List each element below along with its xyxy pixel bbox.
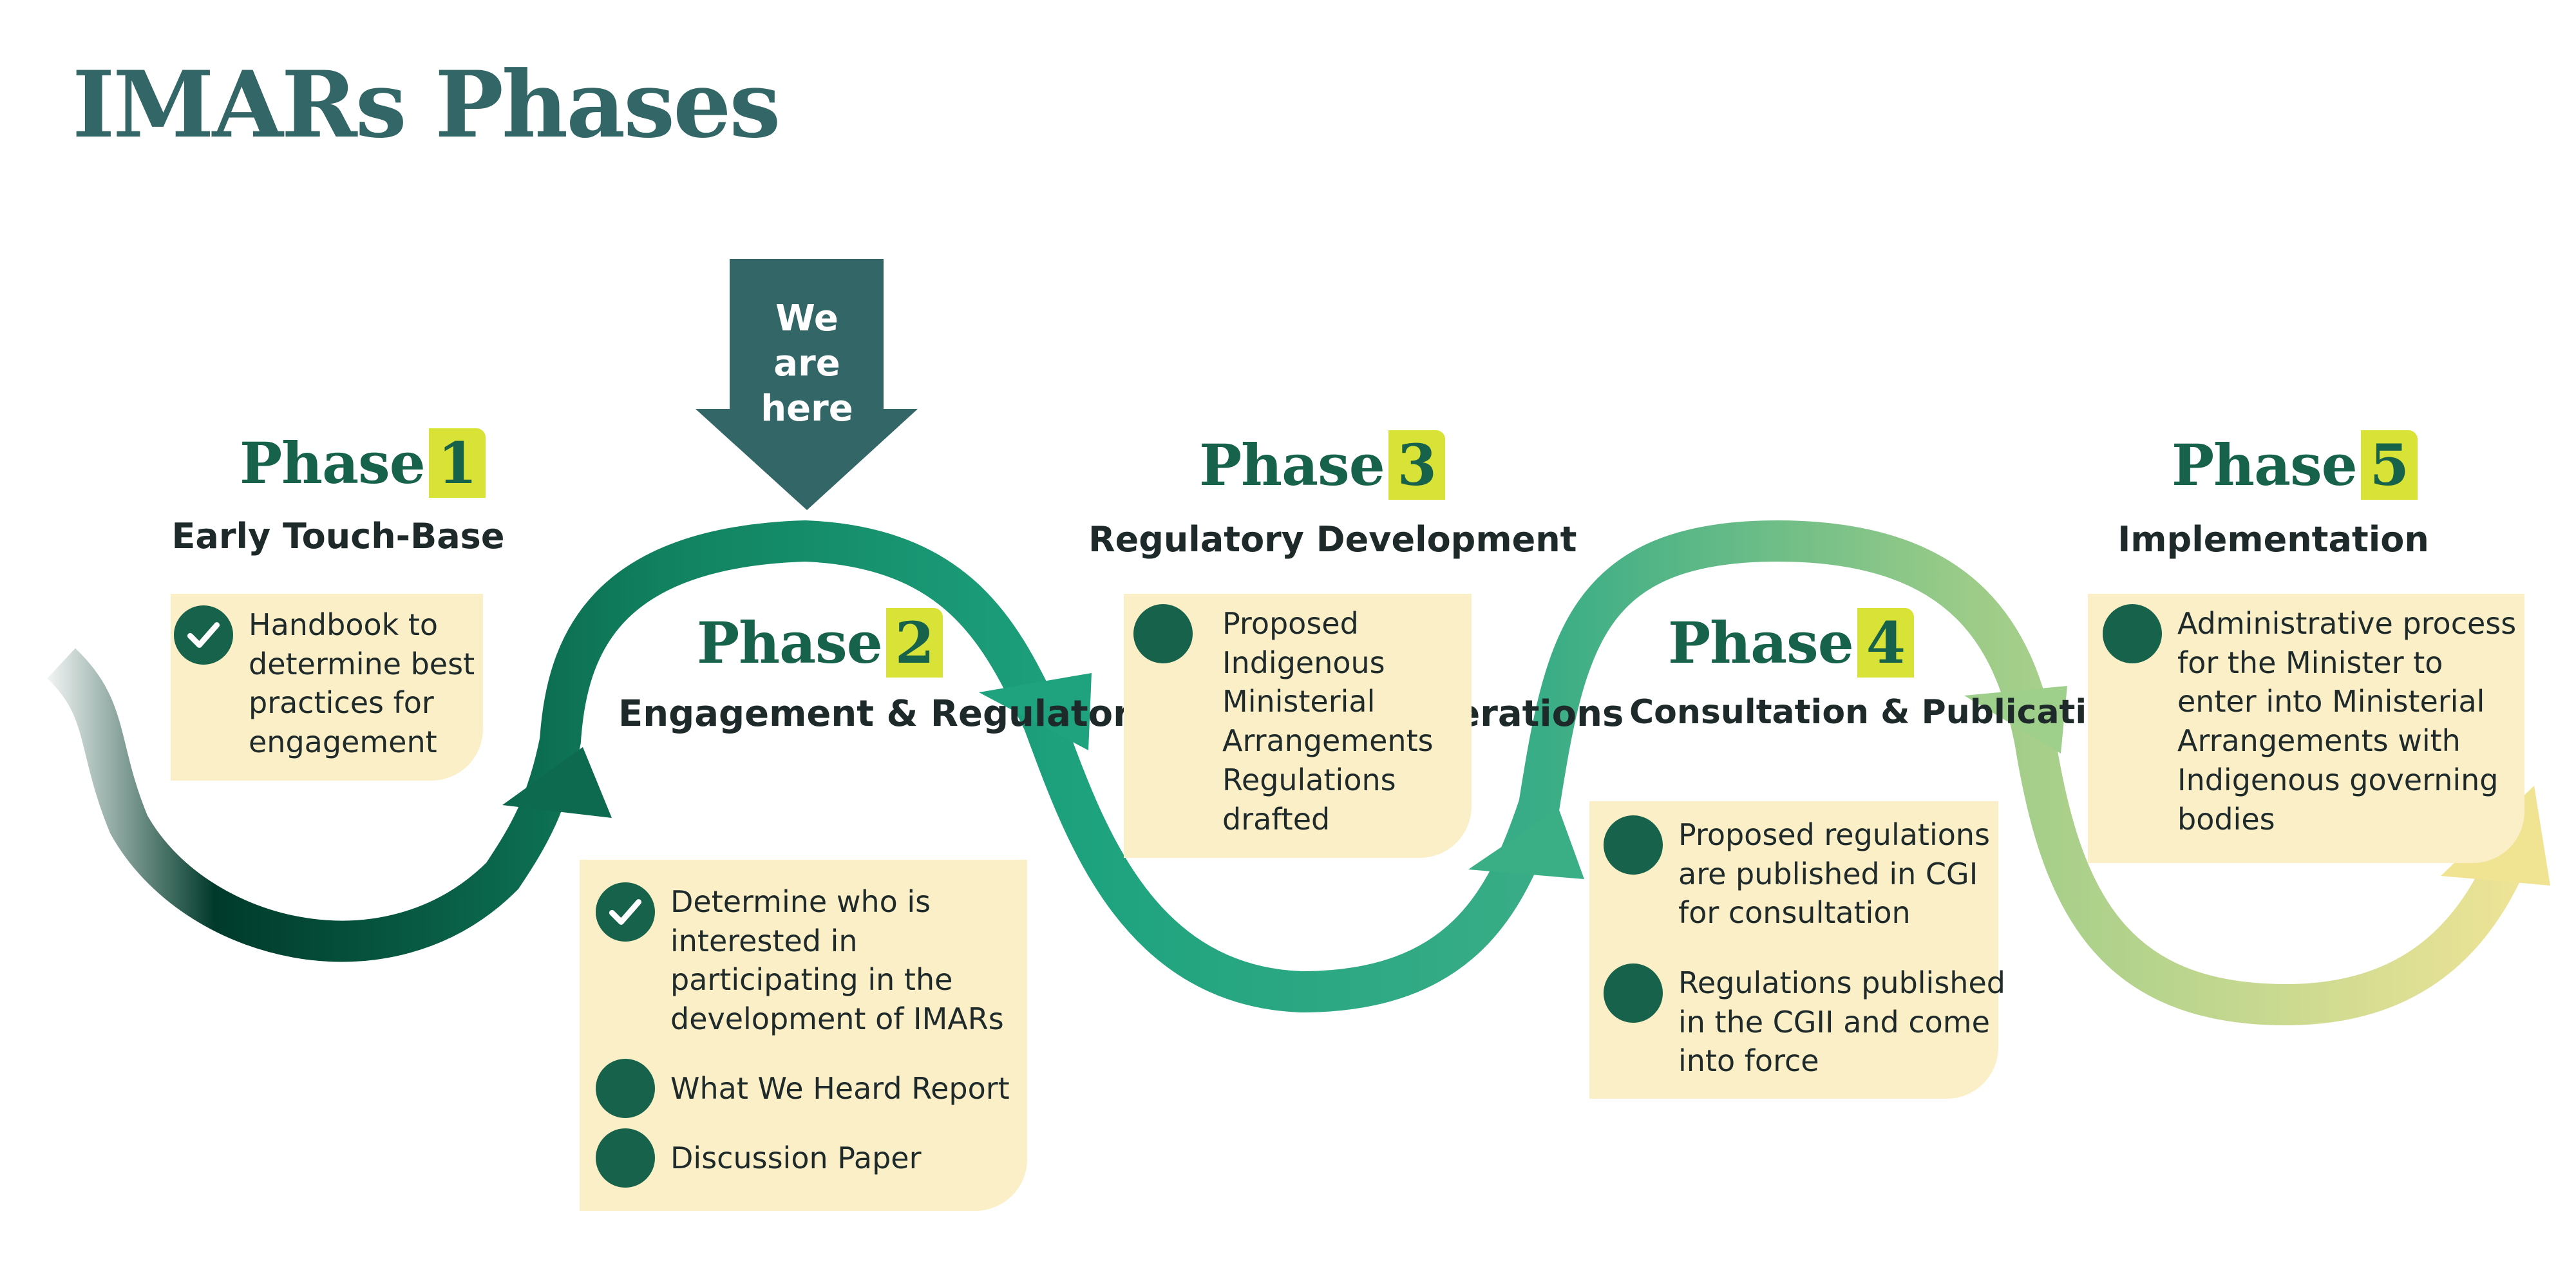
phase-1-item-1: Handbook to determine best practices for…	[174, 605, 475, 762]
wave-path	[46, 520, 2531, 1026]
phase-5-item-1: Administrative process for the Minister …	[2103, 604, 2516, 839]
phase-4-subtitle: Consultation & Publication	[1629, 693, 2134, 732]
phase-1-number: 1	[428, 428, 486, 498]
phase-2-item-1: Determine who is interested in participa…	[596, 882, 1004, 1039]
phase-2-item-2-text: What We Heard Report	[670, 1071, 1010, 1106]
dot-icon	[2103, 604, 2162, 663]
phase-1-subtitle: Early Touch-Base	[171, 516, 505, 556]
phase-2-number: 2	[886, 608, 943, 678]
phase-2-item-3: Discussion Paper	[596, 1128, 922, 1188]
phase-4-item-1-text: Proposed regulations are published in CG…	[1678, 817, 1991, 931]
phase-2-heading: Phase 2	[697, 608, 943, 678]
phase-1-heading: Phase 1	[240, 428, 486, 498]
phase-3-item-1: Proposed Indigenous Ministerial Arrangem…	[1133, 604, 1434, 839]
dot-icon	[596, 1128, 655, 1188]
phase-5-number: 5	[2360, 430, 2418, 500]
check-icon	[174, 605, 233, 665]
phase-2-item-3-text: Discussion Paper	[670, 1141, 922, 1175]
dot-icon	[596, 1059, 655, 1118]
arrowhead-2	[979, 673, 1092, 750]
phase-3-number: 3	[1388, 430, 1445, 500]
arrowhead-1	[502, 747, 612, 818]
arrowhead-4	[1964, 686, 2067, 754]
phase-4-number: 4	[1857, 608, 1914, 678]
phase-4-item-2: Regulations published in the CGII and co…	[1604, 963, 2005, 1081]
phase-4-word: Phase	[1668, 609, 1854, 676]
dot-icon	[1133, 604, 1193, 663]
dot-icon	[1604, 963, 1663, 1023]
arrowhead-3	[1468, 808, 1584, 879]
phase-3-heading: Phase 3	[1199, 430, 1445, 500]
phase-2-subtitle: Engagement & Regulatory Design Considera…	[618, 693, 1624, 735]
phase-4-item-2-text: Regulations published in the CGII and co…	[1678, 965, 2005, 1079]
phase-2-item-1-text: Determine who is interested in participa…	[670, 884, 1004, 1037]
phase-2-word: Phase	[697, 609, 883, 676]
phase-3-item-1-text: Proposed Indigenous Ministerial Arrangem…	[1222, 606, 1434, 837]
phase-1-word: Phase	[240, 430, 426, 497]
phase-2-item-2: What We Heard Report	[596, 1059, 1010, 1118]
page-title: IMARs Phases	[72, 52, 781, 158]
phase-5-word: Phase	[2172, 432, 2358, 498]
phase-5-subtitle: Implementation	[2117, 519, 2429, 560]
we-are-here-arrow	[696, 259, 918, 510]
phase-3-subtitle: Regulatory Development	[1088, 519, 1577, 560]
check-icon	[596, 882, 655, 942]
phase-5-heading: Phase 5	[2172, 430, 2418, 500]
phase-4-heading: Phase 4	[1668, 608, 1914, 678]
phase-1-item-1-text: Handbook to determine best practices for…	[249, 607, 475, 760]
phase-3-word: Phase	[1199, 432, 1385, 498]
we-are-here-label: We are here	[761, 298, 853, 430]
phase-5-item-1-text: Administrative process for the Minister …	[2177, 606, 2517, 837]
dot-icon	[1604, 815, 1663, 875]
phase-4-item-1: Proposed regulations are published in CG…	[1604, 815, 1990, 933]
